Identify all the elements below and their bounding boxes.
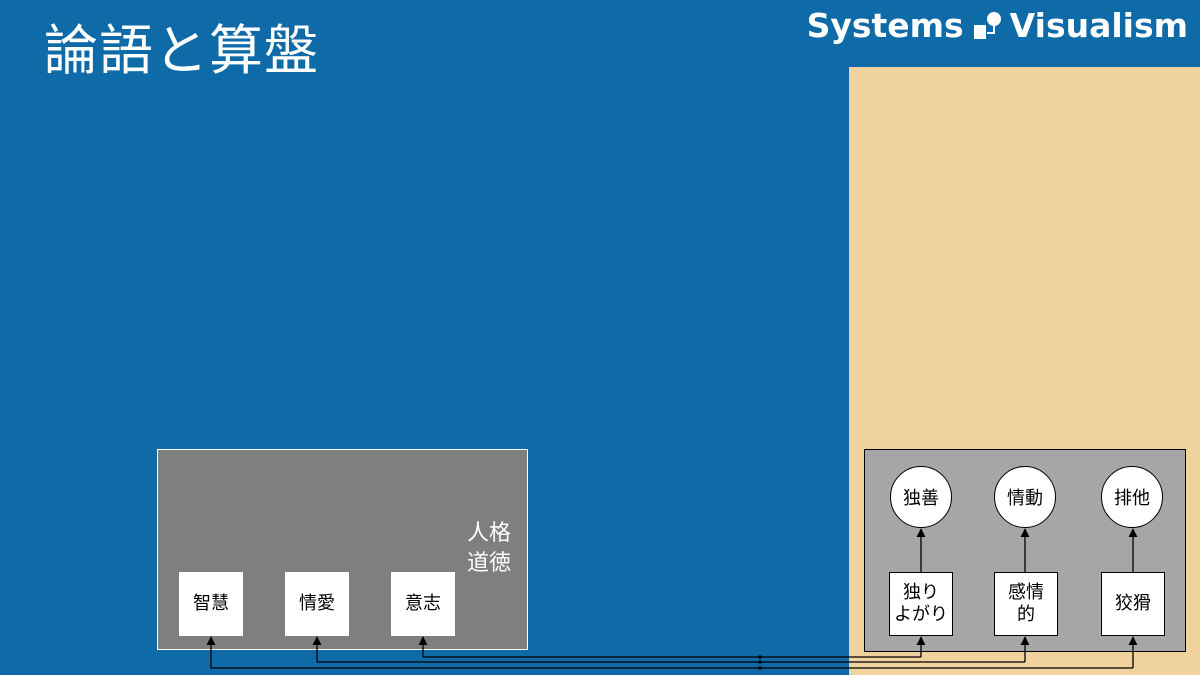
node-exclusion: 排他 <box>1101 466 1163 528</box>
node-self-righteous-line2: よがり <box>894 604 948 625</box>
brand-text-left: Systems <box>806 6 964 45</box>
node-self-righteousness: 独善 <box>890 466 952 528</box>
node-will: 意志 <box>391 572 455 636</box>
link-dot <box>758 660 762 664</box>
link-dot <box>758 666 762 670</box>
left-group-label-line1: 人格 <box>467 521 512 546</box>
node-emotional: 感情 的 <box>994 572 1058 636</box>
node-cunning: 狡猾 <box>1101 572 1165 636</box>
link-dot <box>758 655 762 659</box>
slide-title: 論語と算盤 <box>44 19 319 82</box>
left-group-label: 人格 道徳 <box>467 519 511 579</box>
node-affection: 情愛 <box>285 572 349 636</box>
node-cunning-line1: 狡猾 <box>1115 593 1151 614</box>
left-group-label-line2: 道徳 <box>467 551 512 576</box>
brand-logo: Systems Visualism <box>807 6 1188 45</box>
node-wisdom: 智慧 <box>179 572 243 636</box>
node-emotional-line2: 的 <box>1017 604 1035 625</box>
node-impulse: 情動 <box>994 466 1056 528</box>
node-emotional-line1: 感情 <box>1008 582 1044 603</box>
brand-text-right: Visualism <box>1009 6 1188 45</box>
systems-icon <box>973 11 1001 39</box>
node-self-righteous-line1: 独り <box>903 582 939 603</box>
node-self-righteous: 独り よがり <box>889 572 953 636</box>
